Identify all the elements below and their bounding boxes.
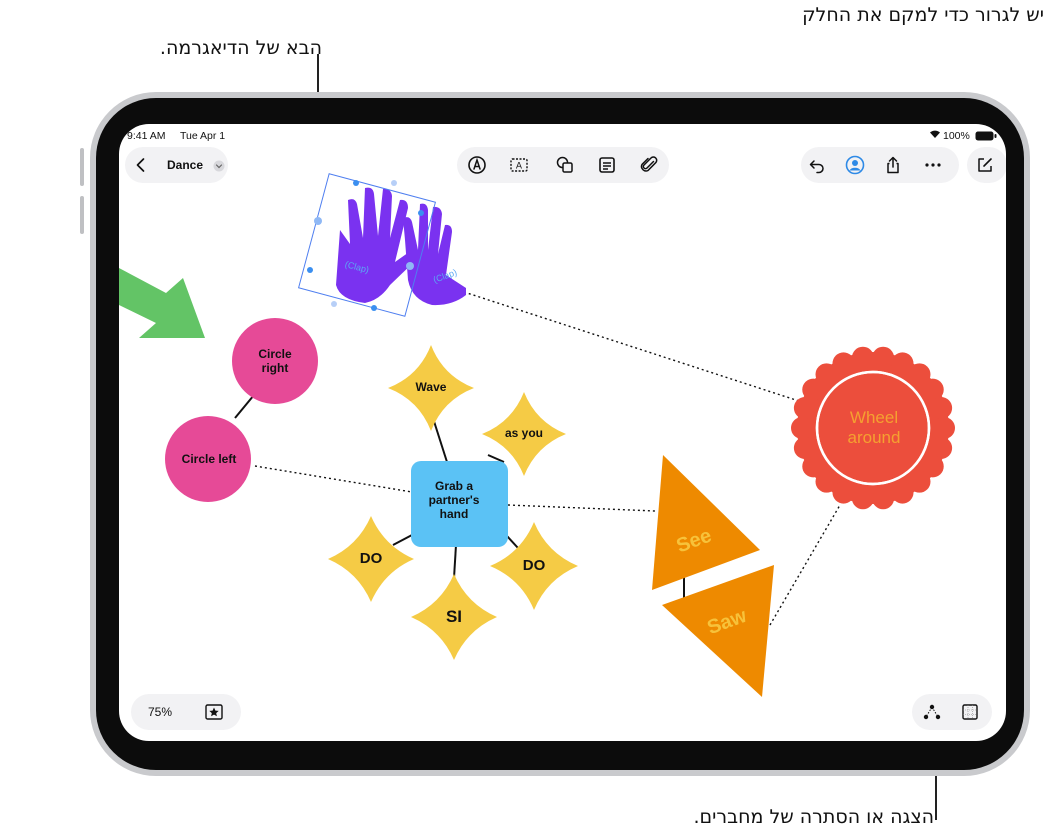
freeform-screen: 9:41 AM Tue Apr 1 100% Dance A <box>119 124 1006 741</box>
star-wave <box>388 345 474 431</box>
board-actions-toolbar <box>801 147 959 183</box>
text-box-icon[interactable]: A <box>509 155 529 175</box>
favorites-icon[interactable] <box>204 702 224 722</box>
zoom-pill: 75% <box>131 694 241 730</box>
as-you-label: as you <box>505 426 544 441</box>
badge-scallop <box>872 487 895 510</box>
circle-right-label: Circle right <box>258 347 292 375</box>
wheel-label: Wheel around <box>847 408 901 447</box>
shapes-icon[interactable] <box>555 155 575 175</box>
zoom-level[interactable]: 75% <box>148 705 173 719</box>
battery-icon <box>975 131 997 144</box>
callout-connectors: הצגה או הסתרה של מחברים. <box>693 806 934 828</box>
badge-scallop <box>793 396 816 419</box>
green-arrow <box>119 268 205 338</box>
do-right-label: DO <box>522 557 546 575</box>
badge-ring <box>815 370 931 486</box>
wave-label: Wave <box>415 380 447 395</box>
wheel-badge <box>797 352 949 504</box>
board-title[interactable]: Dance <box>167 158 204 172</box>
connector <box>463 291 803 403</box>
sticky-note-icon[interactable] <box>597 155 617 175</box>
new-board-pill <box>967 147 1006 183</box>
connector <box>392 534 413 546</box>
badge-scallop <box>802 378 825 401</box>
volume-button <box>80 196 84 234</box>
wifi-icon <box>929 129 941 142</box>
pen-icon[interactable] <box>467 155 487 175</box>
callout-drag-line1: יש לגרור כדי למקם את החלק <box>802 4 1044 26</box>
connector <box>234 394 255 419</box>
badge-scallop <box>851 346 874 369</box>
badge-scallop <box>802 455 825 478</box>
star-as-you <box>482 392 566 476</box>
badge-scallop <box>908 470 931 493</box>
new-board-icon[interactable] <box>975 155 995 175</box>
status-date: Tue Apr 1 <box>180 130 226 142</box>
callout-drag-line2: הבא של הדיאגרמה. <box>159 37 322 59</box>
chevron-down-icon[interactable] <box>213 159 225 177</box>
si-label: SI <box>445 607 463 627</box>
badge-scallop <box>930 396 953 419</box>
back-button[interactable] <box>131 155 151 175</box>
badge-scallop <box>930 437 953 460</box>
connector <box>506 535 519 549</box>
grid-view-icon[interactable] <box>960 702 980 722</box>
board-canvas <box>119 173 949 697</box>
connector <box>769 504 841 626</box>
svg-text:A: A <box>516 162 523 172</box>
do-left-label: DO <box>359 550 383 568</box>
board-title-pill: Dance <box>125 147 228 183</box>
connector <box>453 544 457 579</box>
circle-left-label: Circle left <box>181 452 237 467</box>
star-do-right <box>490 522 578 610</box>
connector <box>254 465 413 493</box>
wheel-scallops <box>791 346 955 510</box>
badge-scallop <box>921 455 944 478</box>
circle-left-shape <box>165 416 251 502</box>
grab-shape <box>411 461 508 547</box>
badge-scallop <box>872 346 895 369</box>
insert-toolbar: A <box>457 147 669 183</box>
badge-scallop <box>908 363 931 386</box>
battery-percent: 100% <box>943 130 970 142</box>
badge-scallop <box>891 352 914 375</box>
badge-scallop <box>851 487 874 510</box>
star-si <box>411 574 497 660</box>
clap-hands-icon <box>297 173 466 317</box>
badge-scallop <box>891 481 914 504</box>
more-icon[interactable] <box>923 155 943 175</box>
badge-scallop <box>793 437 816 460</box>
status-time: 9:41 AM <box>127 130 166 142</box>
volume-button <box>80 148 84 186</box>
badge-scallop <box>832 352 855 375</box>
badge-scallop <box>933 417 955 439</box>
undo-icon[interactable] <box>807 155 827 175</box>
badge-scallop <box>832 481 855 504</box>
circle-right-shape <box>232 318 318 404</box>
badge-scallop <box>921 378 944 401</box>
view-options-pill <box>912 694 992 730</box>
share-icon[interactable] <box>883 155 903 175</box>
triangle-see <box>652 455 760 590</box>
badge-scallop <box>815 363 838 386</box>
collaborate-icon[interactable] <box>845 155 865 175</box>
selection-box <box>297 173 437 317</box>
badge-scallop <box>791 417 813 439</box>
triangle-saw <box>662 565 774 697</box>
connectors-toggle-icon[interactable] <box>922 702 942 722</box>
star-do-left <box>328 516 414 602</box>
grab-label: Grab a partner's hand <box>428 479 480 521</box>
connector <box>487 454 505 463</box>
badge-scallop <box>815 470 838 493</box>
attachment-icon[interactable] <box>639 155 659 175</box>
